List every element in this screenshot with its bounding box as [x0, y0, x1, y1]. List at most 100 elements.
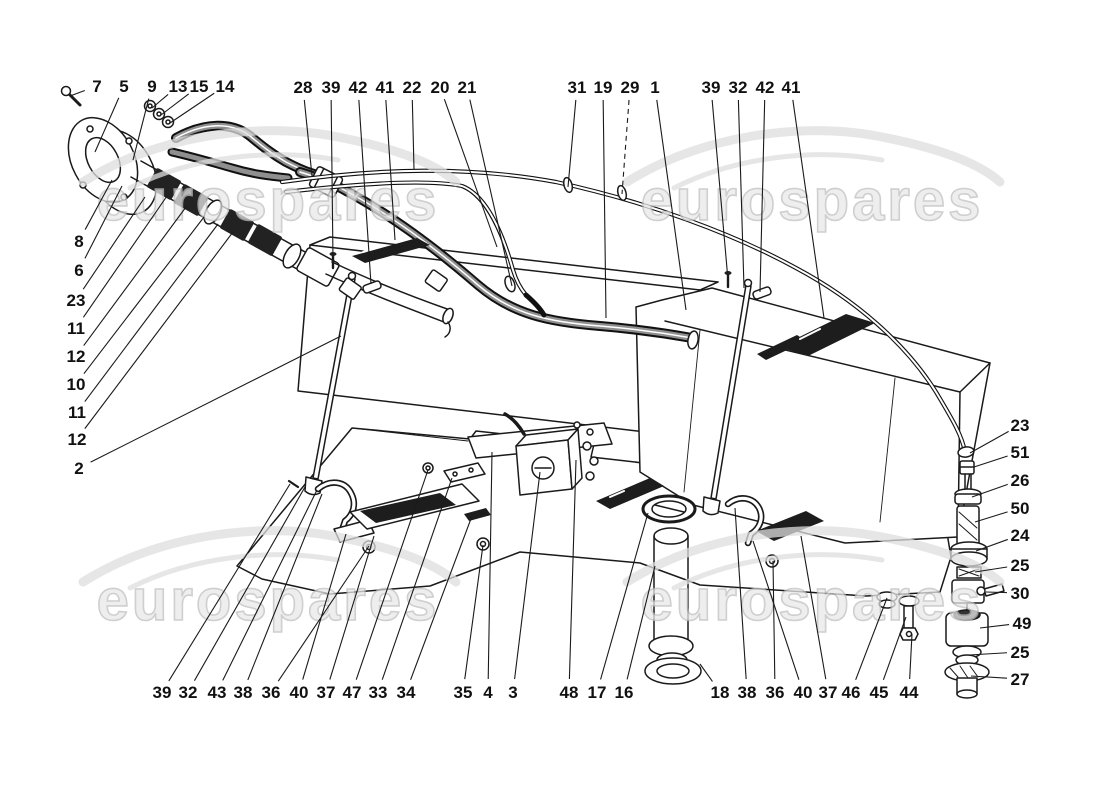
callout-38: 38: [234, 683, 253, 702]
callout-19: 19: [594, 78, 613, 97]
watermark-text: eurospares: [641, 168, 984, 233]
callout-32: 32: [729, 78, 748, 97]
callout-39: 39: [322, 78, 341, 97]
watermark-swoosh-icon: [127, 552, 341, 591]
watermark-swoosh-icon: [671, 152, 885, 191]
callout-leader-line: [82, 196, 146, 290]
callout-46: 46: [842, 683, 861, 702]
callout-27: 27: [1011, 670, 1030, 689]
callout-leader-line: [358, 99, 372, 285]
callout-leader-line: [568, 459, 577, 680]
callout-7: 7: [92, 77, 101, 96]
callout-leader-line: [247, 493, 323, 681]
callout-leader-line: [385, 99, 396, 241]
callout-21: 21: [458, 78, 477, 97]
callout-leader-line: [222, 489, 318, 681]
callout-leader-line: [882, 616, 907, 680]
callout-leader-line: [602, 99, 607, 319]
callout-16: 16: [615, 683, 634, 702]
callout-34: 34: [397, 683, 416, 702]
callout-42: 42: [349, 78, 368, 97]
callout-47: 47: [343, 683, 362, 702]
callout-leader-line: [969, 430, 1009, 454]
callout-leader-line: [277, 545, 370, 682]
callout-leader-line: [132, 98, 150, 161]
callout-leader-line: [792, 99, 825, 319]
callout-leader-line: [84, 185, 123, 259]
callout-5: 5: [119, 77, 128, 96]
callout-25: 25: [1011, 556, 1030, 575]
watermark-swoosh-icon: [78, 126, 461, 187]
nut: [476, 537, 490, 551]
callout-leader-line: [330, 99, 334, 261]
callout-17: 17: [588, 683, 607, 702]
callout-22: 22: [403, 78, 422, 97]
callout-leader-line: [84, 231, 234, 429]
callout-49: 49: [1013, 614, 1032, 633]
callout-leader-line: [711, 99, 729, 281]
callout-45: 45: [870, 683, 889, 702]
callout-leader-line: [487, 451, 493, 680]
callout-leader-line: [160, 93, 189, 116]
callout-36: 36: [766, 683, 785, 702]
callout-leader-line: [971, 483, 1008, 498]
callout-leader-line: [855, 597, 888, 681]
callout-43: 43: [208, 683, 227, 702]
left-fuel-tank: [297, 236, 719, 433]
hose-clamp: [504, 275, 516, 293]
callout-30: 30: [1011, 584, 1030, 603]
nut: [422, 462, 434, 474]
callout-13: 13: [169, 77, 188, 96]
callout-leader-line: [567, 99, 577, 188]
callout-4: 4: [483, 683, 493, 702]
callout-26: 26: [1011, 471, 1030, 490]
watermark-swoosh-icon: [671, 552, 885, 591]
callout-leader-line: [974, 511, 1008, 523]
callout-leader-line: [600, 512, 649, 680]
small-fasteners: [329, 252, 772, 300]
callout-39: 39: [153, 683, 172, 702]
callout-6: 6: [74, 261, 83, 280]
callout-leader-line: [90, 335, 342, 463]
callout-35: 35: [454, 683, 473, 702]
callout-leader-line: [514, 471, 541, 680]
watermark: eurospares: [622, 126, 1005, 234]
callout-leader-line: [69, 89, 86, 97]
callout-leader-line: [83, 216, 205, 375]
callout-leader-line: [737, 99, 745, 289]
callout-leader-line: [970, 675, 1008, 679]
callout-leader-line: [329, 535, 375, 680]
watermark-text: eurospares: [97, 168, 440, 233]
watermark-swoosh-icon: [622, 526, 1005, 587]
mounting-bolt: [876, 591, 920, 641]
callout-12: 12: [67, 347, 86, 366]
filler-tube: [641, 494, 702, 685]
callout-leader-line: [303, 99, 313, 177]
callout-leader-line: [82, 195, 168, 318]
callout-42: 42: [756, 78, 775, 97]
callout-40: 40: [290, 683, 309, 702]
callout-29: 29: [621, 78, 640, 97]
support-rod-right: [702, 278, 753, 516]
fuel-pump-assembly: [467, 412, 613, 496]
callout-39: 39: [702, 78, 721, 97]
callout-23: 23: [1011, 416, 1030, 435]
callout-36: 36: [262, 683, 281, 702]
watermark-swoosh-icon: [78, 526, 461, 587]
callout-24: 24: [1011, 526, 1030, 545]
callout-leader-line: [355, 469, 429, 680]
callout-leader-line: [381, 477, 453, 680]
callout-leader-line: [759, 99, 766, 293]
callout-31: 31: [568, 78, 587, 97]
callout-leader-line: [734, 507, 747, 680]
callout-37: 37: [317, 683, 336, 702]
watermark: eurospares: [78, 126, 461, 234]
callout-leader-line: [909, 633, 913, 680]
callout-leader-line: [979, 623, 1010, 629]
callout-leader-line: [83, 206, 187, 346]
callout-leader-line: [464, 544, 484, 680]
callout-38: 38: [738, 683, 757, 702]
